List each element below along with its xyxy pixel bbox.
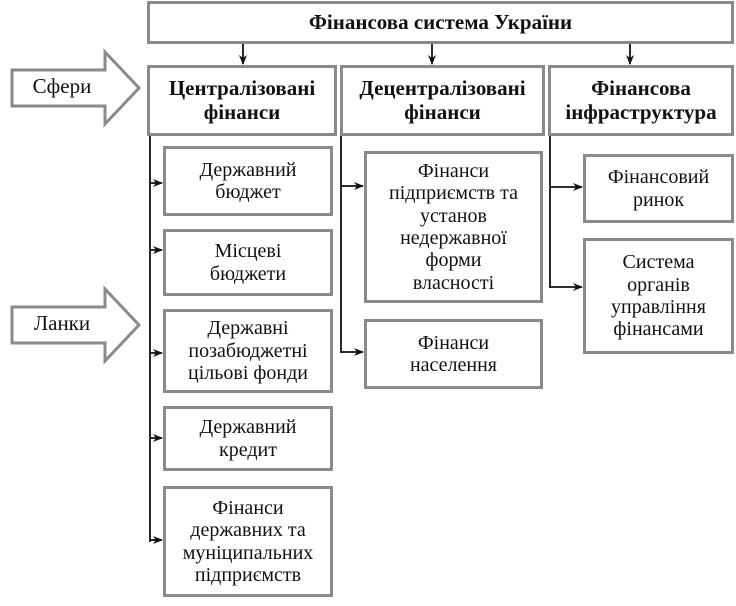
spheres-arrow: Сфери xyxy=(12,74,112,104)
link-state-municipal-enterprises: Фінанси державних та муніципальних підпр… xyxy=(163,486,333,597)
link-extrabudgetary-funds: Державні позабюджетні цільові фонди xyxy=(163,309,333,393)
link-financial-management-bodies: Система органів управління фінансами xyxy=(583,238,734,354)
financial-system-title: Фінансова система України xyxy=(308,9,573,34)
link-state-credit-label: Державний кредит xyxy=(199,416,297,461)
link-local-budgets: Місцеві бюджети xyxy=(163,229,333,296)
sphere-centralized-label: Централізовані фінанси xyxy=(168,75,316,124)
link-state-municipal-enterprises-label: Фінанси державних та муніципальних підпр… xyxy=(182,496,314,586)
link-local-budgets-label: Місцеві бюджети xyxy=(209,240,287,285)
link-private-enterprise-finance-label: Фінанси підприємств та установ недержавн… xyxy=(388,159,518,294)
links-label: Ланки xyxy=(33,311,91,335)
link-household-finance-label: Фінанси населення xyxy=(409,331,498,376)
links-arrow: Ланки xyxy=(12,311,112,341)
link-household-finance: Фінанси населення xyxy=(364,319,543,389)
sphere-infrastructure-label: Фінансова інфраструктура xyxy=(565,75,717,124)
links-arrow-shape xyxy=(10,285,142,365)
link-financial-market-label: Фінансовий ринок xyxy=(607,166,710,211)
sphere-infrastructure: Фінансова інфраструктура xyxy=(548,65,734,136)
link-state-credit: Державний кредит xyxy=(163,406,333,471)
link-extrabudgetary-funds-label: Державні позабюджетні цільові фонди xyxy=(188,317,308,385)
sphere-centralized: Централізовані фінанси xyxy=(147,65,337,136)
link-state-budget-label: Державний бюджет xyxy=(199,158,297,203)
link-private-enterprise-finance: Фінанси підприємств та установ недержавн… xyxy=(364,151,543,303)
link-state-budget: Державний бюджет xyxy=(163,146,333,216)
financial-system-title-box: Фінансова система України xyxy=(147,1,734,44)
sphere-decentralized-label: Децентралізовані фінанси xyxy=(359,75,526,124)
sphere-decentralized: Децентралізовані фінанси xyxy=(340,65,545,136)
spheres-arrow-shape xyxy=(10,48,142,128)
link-financial-market: Фінансовий ринок xyxy=(583,154,734,223)
spheres-label: Сфери xyxy=(32,74,92,98)
link-financial-management-bodies-label: Система органів управління фінансами xyxy=(611,251,706,341)
